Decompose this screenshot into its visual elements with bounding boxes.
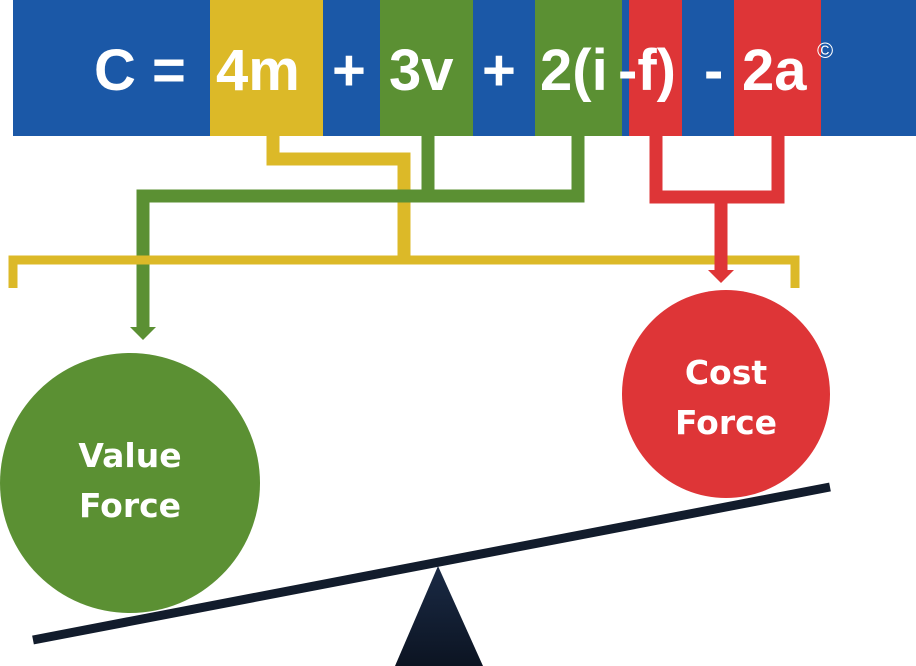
formula-plus-1: +: [332, 38, 366, 103]
green-connector-bracket: [421, 136, 585, 203]
yellow-bracket: [8, 255, 800, 288]
cost-force-circle: [622, 290, 830, 498]
yellow-connector-path: [266, 136, 411, 263]
cost-force-label: Cost Force: [626, 348, 826, 448]
yellow-connector: [266, 136, 411, 263]
formula-term-2a: 2a: [742, 38, 807, 103]
highlight-3v: [380, 0, 473, 136]
balance-beam: [32, 482, 831, 645]
yellow-bracket-path: [8, 255, 800, 288]
highlight-2i: [535, 0, 622, 136]
formula-term-4m: 4m: [216, 38, 300, 103]
cost-force-label-line1: Cost: [684, 353, 768, 392]
formula-term-f: -f): [618, 38, 676, 103]
green-connector: [130, 136, 585, 340]
formula-term-2i: 2(i: [540, 38, 608, 103]
highlight-2a: [734, 0, 821, 136]
copyright-mark: ©: [817, 38, 834, 63]
red-connector-bracket: [649, 136, 785, 204]
formula-plus-2: +: [482, 38, 516, 103]
formula-c-equals: C =: [94, 38, 186, 103]
red-arrowhead-icon: [708, 270, 734, 283]
highlight-4m: [210, 0, 323, 136]
green-arrowhead-icon: [130, 327, 156, 340]
value-force-label-line1: Value: [78, 436, 182, 475]
cost-force-label-line2: Force: [674, 403, 778, 442]
value-force-label: Value Force: [30, 431, 230, 531]
formula-minus: -: [704, 38, 724, 103]
highlight-f: [629, 0, 682, 136]
formula-text: C = 4m + 3v + 2(i -f) - 2a ©: [0, 0, 916, 136]
value-force-circle: [0, 353, 260, 613]
green-connector-path: [136, 189, 578, 330]
formula-term-3v: 3v: [389, 38, 454, 103]
fulcrum-icon: [395, 566, 483, 666]
value-force-label-line2: Force: [78, 486, 182, 525]
red-connector: [649, 136, 785, 283]
